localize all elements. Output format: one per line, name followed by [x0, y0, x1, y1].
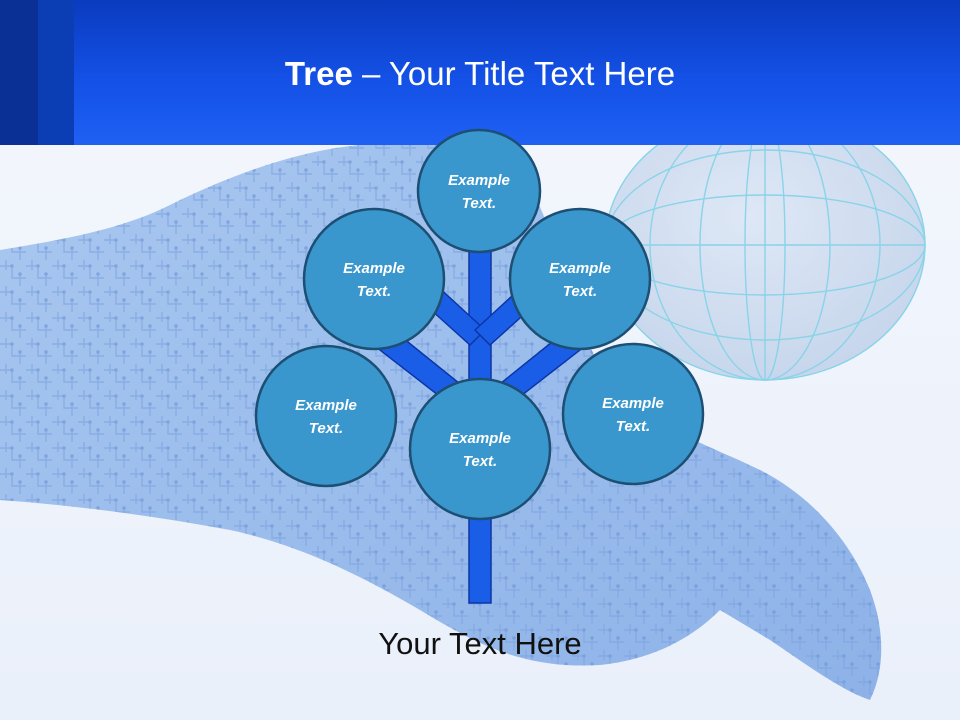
- caption-text: Your Text Here: [378, 626, 582, 661]
- tree-node-label-line1: Example: [602, 395, 664, 412]
- tree-node-circle: [508, 207, 652, 351]
- tree-node-label-line1: Example: [343, 260, 405, 277]
- slide-title-bold: Tree: [284, 55, 353, 92]
- tree-node-circle: [416, 128, 542, 254]
- tree-node-label-line1: Example: [295, 397, 357, 414]
- tree-node-label-line2: Text.: [462, 195, 496, 212]
- tree-node-circle: [561, 342, 705, 486]
- slide-title-rest: – Your Title Text Here: [352, 55, 676, 92]
- header-accent-strip-dark: [0, 0, 38, 145]
- tree-node-label-line2: Text.: [309, 420, 343, 437]
- tree-node-label-line1: Example: [448, 172, 510, 189]
- tree-node-label-line2: Text.: [616, 418, 650, 435]
- tree-node-circle: [254, 344, 398, 488]
- tree-node-circle: [302, 207, 446, 351]
- header-accent-strip: [38, 0, 74, 145]
- tree-node-label-line2: Text.: [563, 283, 597, 300]
- header-bar: Tree – Your Title Text Here: [0, 0, 960, 145]
- tree-node-label-line2: Text.: [357, 283, 391, 300]
- tree-node-label-line2: Text.: [463, 453, 497, 470]
- slide-title: Tree – Your Title Text Here: [0, 54, 960, 94]
- tree-nodes: ExampleText.ExampleText.ExampleText.Exam…: [254, 128, 705, 521]
- tree-node-label-line1: Example: [549, 260, 611, 277]
- tree-node-circle: [408, 377, 552, 521]
- tree-node-label-line1: Example: [449, 430, 511, 447]
